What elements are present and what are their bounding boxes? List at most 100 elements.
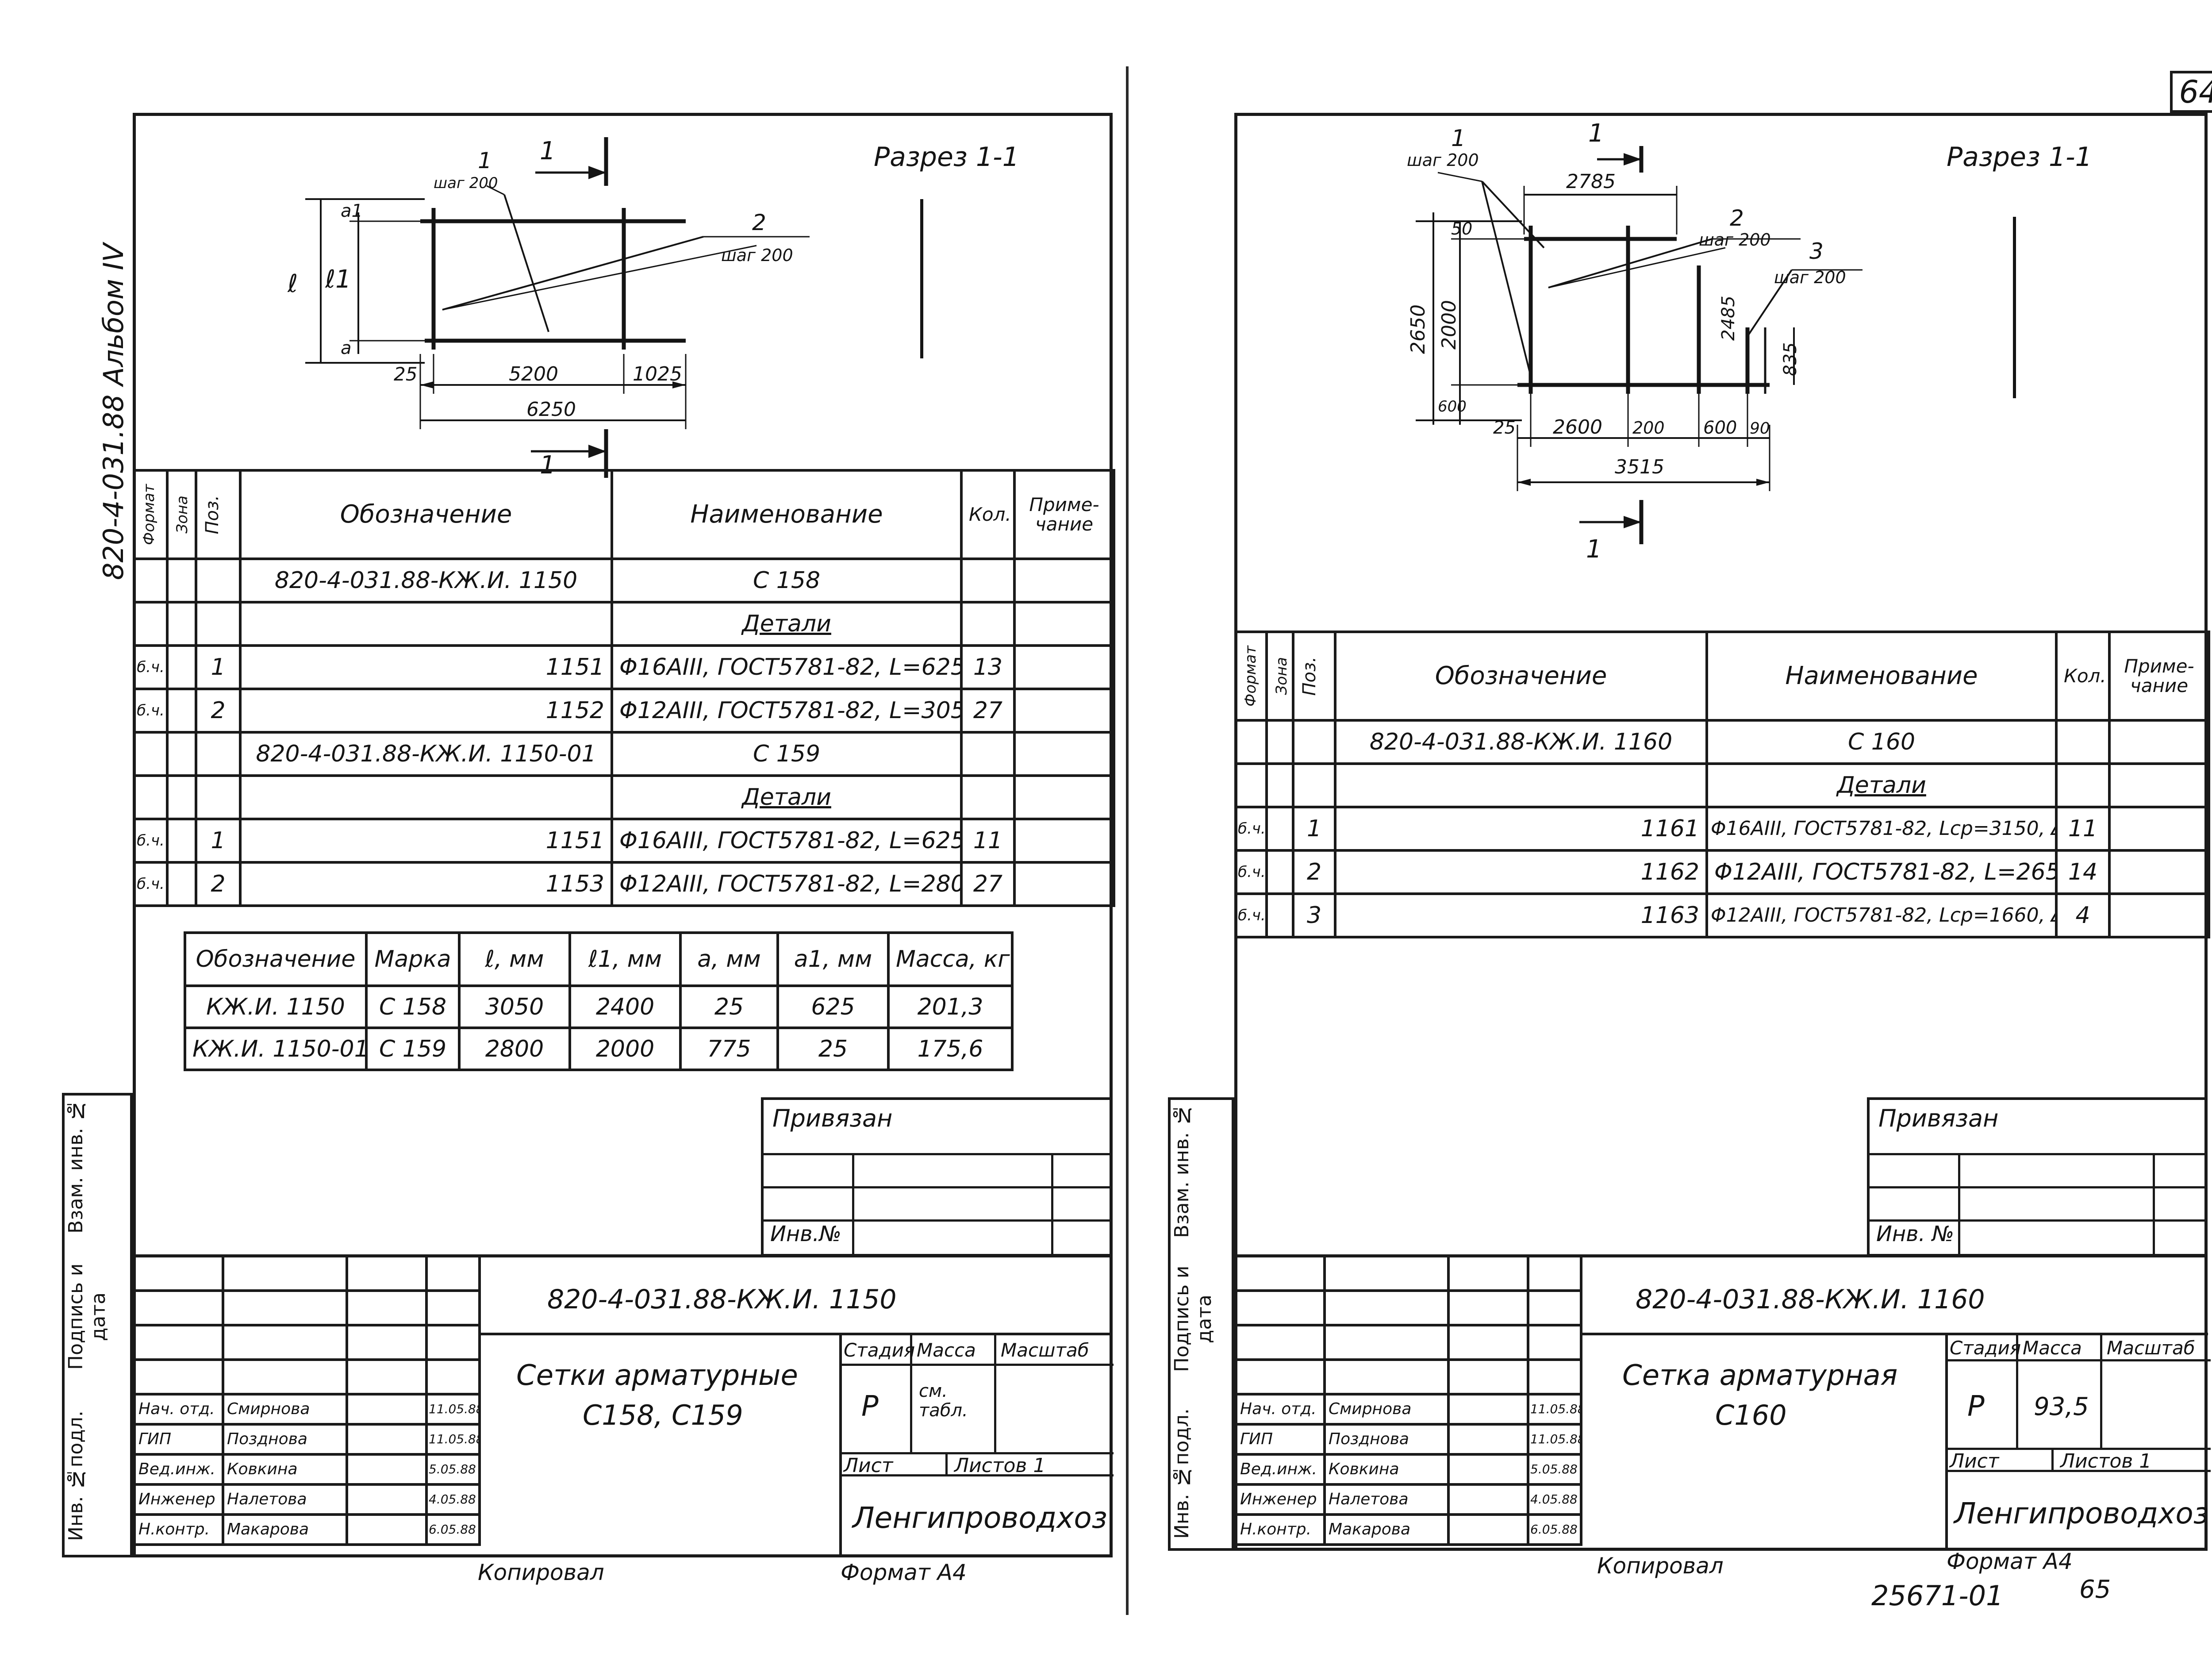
spec-pos-cell: 2: [1292, 849, 1336, 895]
variant-cell: 175,6: [887, 1026, 1014, 1071]
spec-designation-cell: 820-4-031.88-КЖ.И. 1150: [239, 557, 613, 604]
revision-empty-cell: [1235, 1324, 1326, 1361]
right-pos2-step: шаг 200: [1699, 230, 1771, 250]
spec-qty-cell: [2055, 762, 2111, 808]
spec-designation-cell: 1153: [239, 861, 613, 907]
spec-qty-cell: [960, 557, 1016, 604]
left-dim-l: ℓ: [287, 269, 298, 298]
revision-empty-cell: [1235, 1255, 1326, 1292]
spec-format-cell: б.ч.: [1234, 892, 1268, 938]
left-format: Формат А4: [841, 1560, 967, 1585]
variant-cell: С 158: [365, 984, 461, 1029]
spec-name-cell: Φ12AIII, ГОСТ5781-82, L=3050: [611, 688, 963, 734]
spec-name-cell: Детали: [1705, 762, 2058, 808]
spec-designation-cell: 1162: [1334, 849, 1708, 895]
spec-note-cell: [2108, 806, 2210, 852]
left-spec-h-zone: Зона: [166, 469, 197, 560]
left-doc-subtitle: С158, С159: [583, 1399, 743, 1431]
variant-header-cell: a, мм: [679, 931, 779, 987]
right-scale-h: Масштаб: [2107, 1337, 2195, 1359]
revision-empty-cell: [1447, 1324, 1529, 1361]
spec-qty-cell: [960, 774, 1016, 820]
left-dim-a: a: [341, 338, 352, 358]
left-spec-h-note: Приме-чание: [1013, 469, 1115, 560]
spec-zone-cell: [166, 688, 197, 734]
spec-note-cell: [2108, 719, 2210, 765]
signatory-role: Вед.инж.: [133, 1453, 224, 1486]
variant-cell: 25: [679, 984, 779, 1029]
left-privyazan-block: Привязан Инв.№: [761, 1097, 1113, 1257]
revision-empty-row: [1235, 1289, 1582, 1326]
spec-zone-cell: [166, 644, 197, 690]
revision-empty-row: [133, 1358, 481, 1396]
spec-format-cell: б.ч.: [133, 644, 169, 690]
left-pos2-step: шаг 200: [721, 246, 793, 265]
spec-format-cell: [133, 774, 169, 820]
signatory-name: Смирнова: [222, 1393, 348, 1426]
spec-format-cell: [133, 601, 169, 647]
spec-note-cell: [1013, 557, 1115, 604]
spec-qty-cell: 27: [960, 688, 1016, 734]
bottom-number: 25671-01: [1871, 1580, 2004, 1612]
right-dim-600v: 600: [1438, 398, 1467, 415]
spec-note-cell: [1013, 861, 1115, 907]
revision-empty-cell: [133, 1324, 224, 1361]
signatory-role: Инженер: [1235, 1483, 1326, 1516]
revision-empty-cell: [346, 1324, 428, 1361]
spec-designation-cell: 1151: [239, 644, 613, 690]
spec-pos-cell: 1: [1292, 806, 1336, 852]
signatory-name: Смирнова: [1323, 1393, 1450, 1426]
right-spec-h-format: Формат: [1234, 630, 1268, 722]
variant-cell: 775: [679, 1026, 779, 1071]
left-scale-h: Масштаб: [1001, 1339, 1089, 1361]
variant-cell: 2000: [568, 1026, 682, 1071]
spec-zone-cell: [166, 861, 197, 907]
revision-empty-cell: [346, 1289, 428, 1326]
left-pos1-label: 1: [478, 148, 492, 173]
left-sheets-label: Листов 1: [954, 1454, 1046, 1477]
revision-empty-row: [133, 1255, 481, 1292]
signature-cell: [346, 1513, 428, 1546]
variant-cell: 3050: [458, 984, 571, 1029]
right-dim-25: 25: [1493, 418, 1516, 438]
revision-empty-cell: [346, 1255, 428, 1292]
left-pos2-label: 2: [752, 210, 766, 235]
right-mass: 93,5: [2034, 1392, 2089, 1421]
right-spec-h-qty: Кол.: [2055, 630, 2111, 722]
right-cut-label-bottom: 1: [1586, 535, 1602, 562]
right-dim-2785: 2785: [1566, 170, 1616, 193]
spec-note-cell: [2108, 762, 2210, 808]
variant-cell: КЖ.И. 1150: [184, 984, 368, 1029]
right-sheet-label: Лист: [1950, 1450, 1999, 1472]
signature-cell: [346, 1453, 428, 1486]
spec-pos-cell: 2: [195, 688, 242, 734]
spec-format-cell: б.ч.: [133, 818, 169, 864]
revision-empty-cell: [1447, 1289, 1529, 1326]
signatory-date: 11.05.88: [1527, 1393, 1582, 1426]
revision-empty-row: [133, 1289, 481, 1326]
revision-empty-cell: [1323, 1289, 1450, 1326]
revision-empty-cell: [1323, 1255, 1450, 1292]
variant-cell: 625: [776, 984, 890, 1029]
spec-row: Детали: [1234, 762, 2210, 808]
page-number: 64: [2179, 74, 2212, 110]
spec-name-cell: Φ16AIII, ГОСТ5781-82, Lср=3150, Δ=72: [1705, 806, 2058, 852]
right-doc-code: 820-4-031.88-КЖ.И. 1160: [1636, 1284, 1985, 1315]
spec-designation-cell: [239, 601, 613, 647]
spec-note-cell: [1013, 644, 1115, 690]
spec-pos-cell: 3: [1292, 892, 1336, 938]
spec-designation-cell: 820-4-031.88-КЖ.И. 1160: [1334, 719, 1708, 765]
signature-cell: [1447, 1513, 1529, 1546]
left-dim-l1: ℓ1: [325, 265, 351, 294]
spec-row: Детали: [133, 774, 1115, 820]
